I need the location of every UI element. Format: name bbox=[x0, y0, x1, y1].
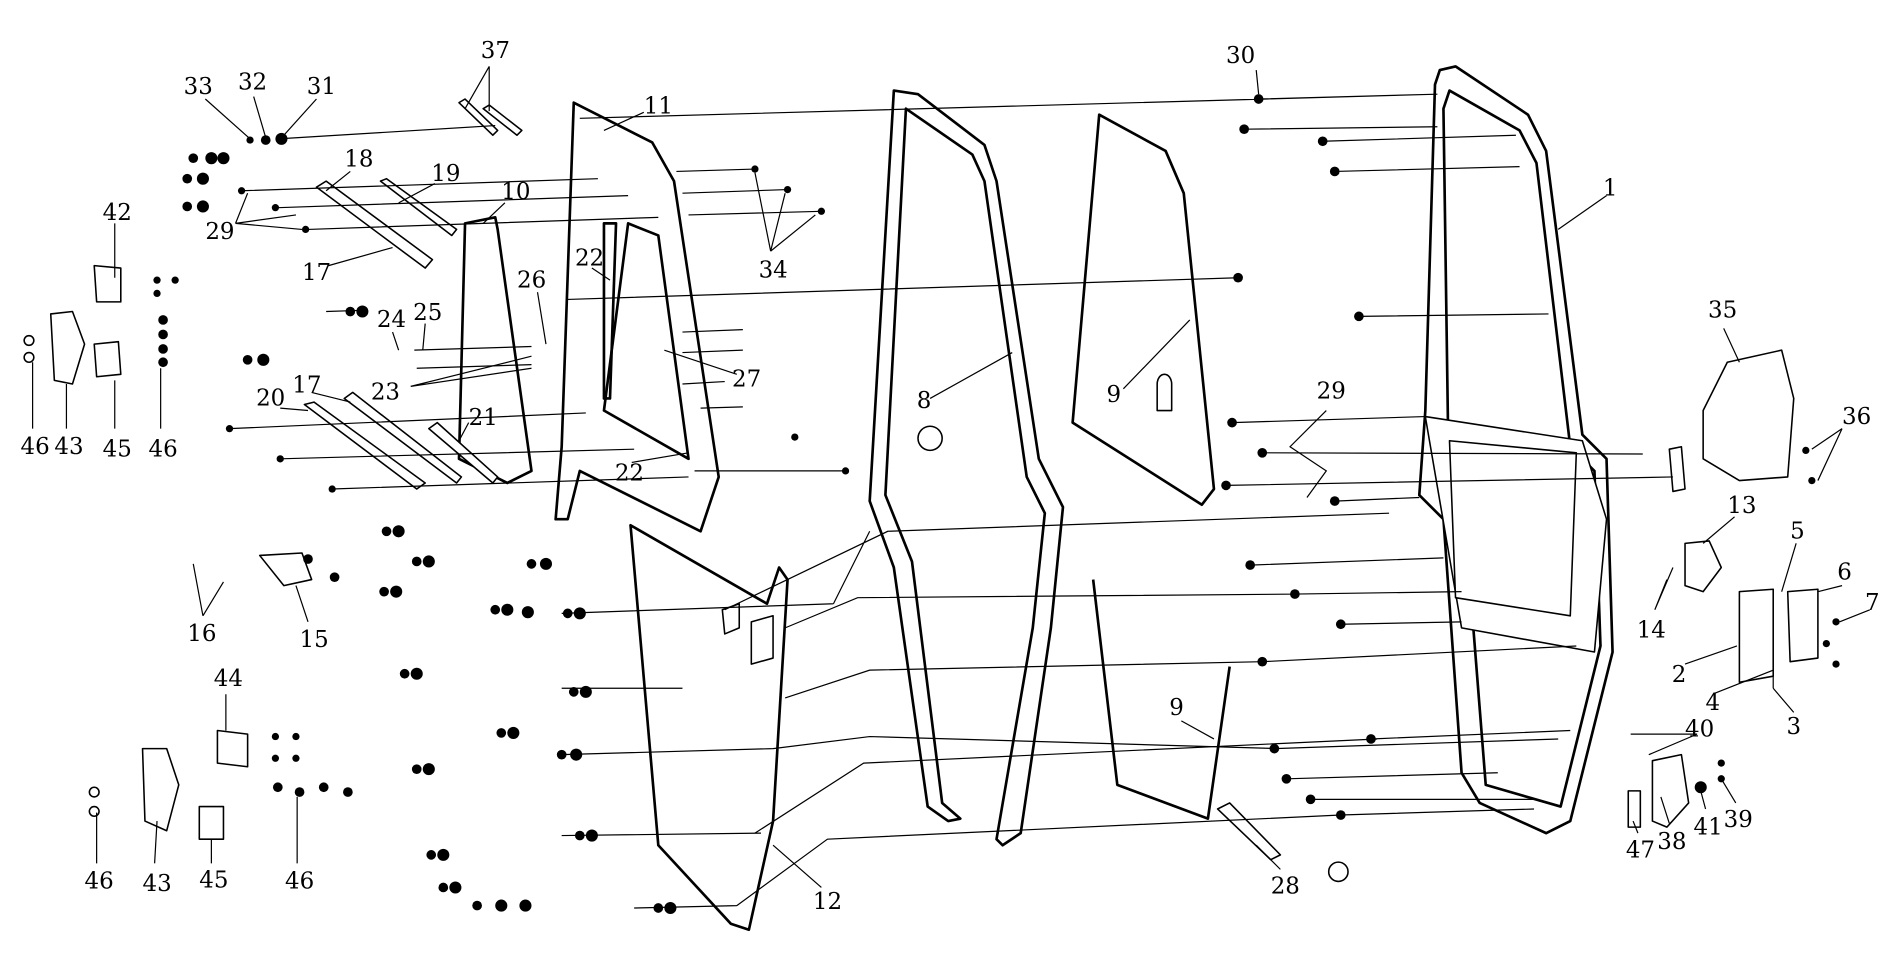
callout-11: 11 bbox=[644, 94, 673, 120]
callout-40: 40 bbox=[1685, 717, 1714, 743]
callout-9b: 9 bbox=[1169, 695, 1184, 721]
callout-10: 10 bbox=[501, 179, 530, 205]
callout-1: 1 bbox=[1603, 176, 1618, 202]
hardware bbox=[23, 264, 1819, 883]
callout-28: 28 bbox=[1271, 874, 1300, 900]
callout-45: 45 bbox=[103, 436, 132, 462]
door-frame-part-1 bbox=[1417, 65, 1614, 835]
callout-9: 9 bbox=[1106, 382, 1121, 408]
assembly-lines bbox=[229, 93, 1673, 909]
callout-19: 19 bbox=[431, 161, 460, 187]
callout-46b: 46 bbox=[149, 436, 178, 462]
glass-part-9 bbox=[1071, 113, 1231, 820]
callout-22b: 22 bbox=[615, 461, 644, 487]
callout-6: 6 bbox=[1837, 560, 1852, 586]
callout-labels: 37 33 32 31 11 30 1 18 19 10 29 17 22 34… bbox=[21, 38, 1880, 915]
callout-17: 17 bbox=[302, 260, 331, 286]
callout-2: 2 bbox=[1672, 662, 1687, 688]
door-seal-part-8 bbox=[868, 89, 1065, 847]
callout-20: 20 bbox=[256, 386, 285, 412]
callout-3: 3 bbox=[1786, 714, 1801, 740]
inner-panel-part-12 bbox=[629, 523, 789, 932]
callout-33: 33 bbox=[184, 74, 213, 100]
callout-26: 26 bbox=[517, 267, 546, 293]
callout-7: 7 bbox=[1865, 590, 1880, 616]
callout-4: 4 bbox=[1706, 690, 1721, 716]
callout-46: 46 bbox=[21, 434, 50, 460]
callout-44: 44 bbox=[214, 666, 243, 692]
callout-8: 8 bbox=[917, 388, 932, 414]
callout-37: 37 bbox=[481, 38, 510, 64]
callout-32: 32 bbox=[238, 69, 267, 95]
callout-leaders bbox=[32, 66, 1871, 888]
callout-39: 39 bbox=[1724, 807, 1753, 833]
inner-panel-part-11 bbox=[554, 101, 721, 533]
callout-47: 47 bbox=[1626, 837, 1655, 863]
callout-16: 16 bbox=[187, 621, 216, 647]
callout-14: 14 bbox=[1637, 618, 1666, 644]
callout-5: 5 bbox=[1790, 519, 1805, 545]
callout-12: 12 bbox=[813, 889, 842, 915]
callout-24: 24 bbox=[377, 307, 406, 333]
callout-36: 36 bbox=[1842, 404, 1871, 430]
callout-41: 41 bbox=[1693, 814, 1722, 840]
callout-29b: 29 bbox=[1317, 378, 1346, 404]
callout-15: 15 bbox=[300, 627, 329, 653]
callout-22: 22 bbox=[575, 246, 604, 272]
panel-part-10 bbox=[457, 216, 533, 485]
callout-17b: 17 bbox=[292, 372, 321, 398]
mirror-part-35 bbox=[1668, 349, 1795, 493]
callout-18: 18 bbox=[344, 147, 373, 173]
callout-21: 21 bbox=[469, 405, 498, 431]
callout-25: 25 bbox=[413, 300, 442, 326]
callout-35: 35 bbox=[1708, 298, 1737, 324]
callout-30: 30 bbox=[1226, 43, 1255, 69]
callout-29: 29 bbox=[205, 219, 234, 245]
callout-13: 13 bbox=[1727, 493, 1756, 519]
callout-38: 38 bbox=[1657, 829, 1686, 855]
callout-46d: 46 bbox=[285, 869, 314, 895]
fasteners bbox=[153, 94, 1840, 915]
callout-43b: 43 bbox=[143, 871, 172, 897]
callout-27: 27 bbox=[732, 366, 761, 392]
callout-42: 42 bbox=[103, 200, 132, 226]
callout-46c: 46 bbox=[85, 869, 114, 895]
callout-43: 43 bbox=[54, 434, 83, 460]
callout-45b: 45 bbox=[199, 867, 228, 893]
callout-34: 34 bbox=[759, 258, 788, 284]
callout-31: 31 bbox=[307, 74, 336, 100]
callout-23: 23 bbox=[371, 380, 400, 406]
